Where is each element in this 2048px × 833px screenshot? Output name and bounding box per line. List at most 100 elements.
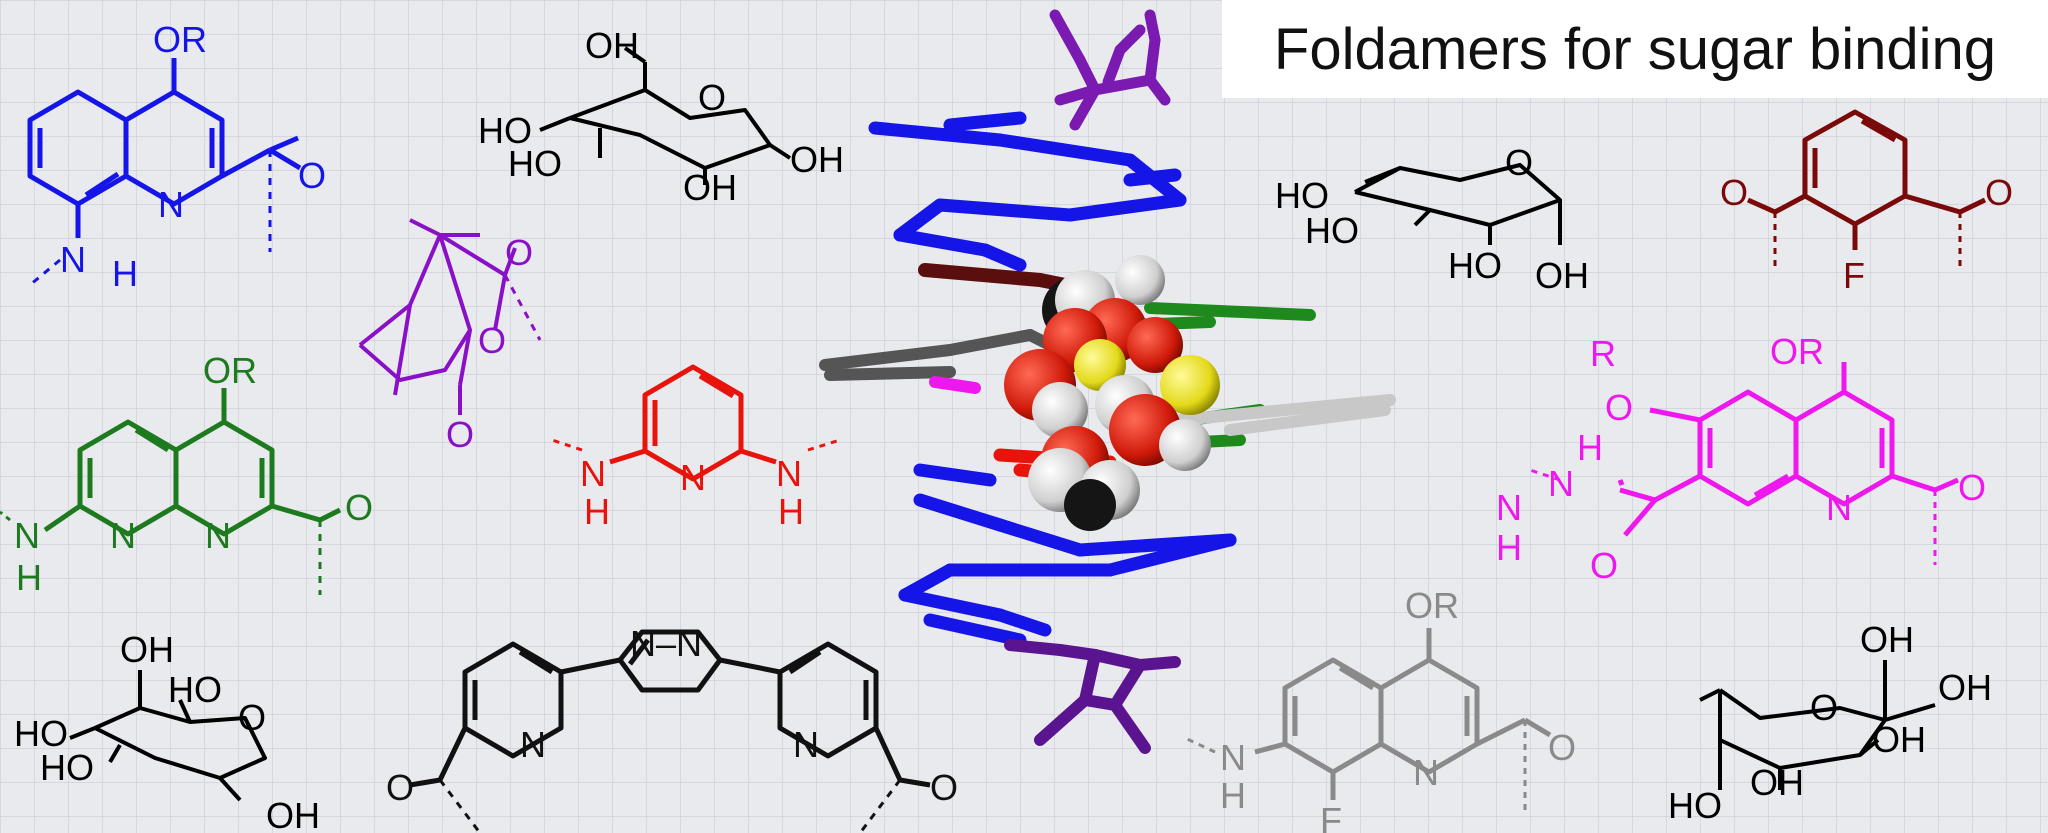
helix-top-cap bbox=[1049, 9, 1171, 131]
quinoline-labels: OR O N N H bbox=[60, 19, 326, 294]
fq-nh-h: H bbox=[1220, 775, 1246, 816]
hq-n-top: N bbox=[1548, 463, 1574, 504]
fluoro-benzene-o2: O bbox=[1985, 172, 2013, 213]
fructose-labels: OH OH O OH HO OH bbox=[1668, 619, 1992, 826]
pyridine-nh2-n: N bbox=[776, 453, 802, 494]
camphanic-o2: O bbox=[478, 320, 506, 361]
bpp-o1: O bbox=[386, 767, 414, 808]
pyridine-structure bbox=[551, 364, 841, 482]
fq-n-ring: N bbox=[1413, 752, 1439, 793]
fructose-ring-o: O bbox=[1810, 687, 1838, 728]
helix-bottom-cap bbox=[1004, 639, 1181, 754]
fluoro-benzene-o1: O bbox=[1720, 172, 1748, 213]
fructose-ho: HO bbox=[1668, 785, 1722, 826]
fq-or: OR bbox=[1405, 585, 1459, 626]
xylose-oh: OH bbox=[1535, 255, 1589, 296]
glucose-oh-right: OH bbox=[790, 139, 844, 180]
hq-o-right: O bbox=[1958, 467, 1986, 508]
glucose-ho-2: HO bbox=[508, 143, 562, 184]
fluoro-benzene-f: F bbox=[1843, 255, 1865, 296]
fructose-oh1: OH bbox=[1860, 619, 1914, 660]
helix-lightgrey-unit bbox=[1174, 394, 1396, 436]
naphthyridine-o: O bbox=[345, 487, 373, 528]
naphthyridine-or: OR bbox=[203, 350, 257, 391]
mannose-ho1: HO bbox=[14, 713, 68, 754]
pyridine-labels: N N H N H bbox=[580, 453, 804, 532]
bipyridyl-pyridazine-structure bbox=[409, 629, 931, 833]
glucose-oh-bottom: OH bbox=[683, 167, 737, 208]
glucose-ring-o: O bbox=[698, 77, 726, 118]
fluoro-quinoline-labels: OR N O N H F bbox=[1220, 585, 1576, 833]
glucose-structure bbox=[539, 46, 792, 185]
glucose-ho-1: HO bbox=[478, 110, 532, 151]
xylose-ho2: HO bbox=[1305, 210, 1359, 251]
naphthyridine-nh-n: N bbox=[14, 515, 40, 556]
naphthyridine-structure bbox=[0, 388, 342, 595]
fructose-oh2: OH bbox=[1938, 667, 1992, 708]
fructose-oh4: OH bbox=[1750, 762, 1804, 803]
quinoline-nh-h-label: H bbox=[112, 253, 138, 294]
pyridine-nh1-h: H bbox=[584, 491, 610, 532]
hydrazino-quinoline-labels: R O OR H N N H O N O bbox=[1496, 331, 1986, 586]
fructose-oh3: OH bbox=[1872, 719, 1926, 760]
bpp-nn: N–N bbox=[630, 623, 702, 664]
mannose-ring-o: O bbox=[238, 697, 266, 738]
quinoline-structure bbox=[27, 58, 302, 287]
glucose-oh-top: OH bbox=[585, 25, 639, 66]
xylose-labels: O HO HO HO OH bbox=[1275, 142, 1589, 296]
camphanic-o3: O bbox=[446, 414, 474, 455]
hq-r: R bbox=[1590, 333, 1616, 374]
quinoline-or-label: OR bbox=[153, 19, 207, 60]
hydrazino-quinoline-structure bbox=[1529, 362, 1959, 565]
mannose-ho-inner: HO bbox=[168, 669, 222, 710]
helix-upper-blue bbox=[868, 111, 1187, 272]
xylose-ho3: HO bbox=[1448, 245, 1502, 286]
fluoro-benzene-labels: O O F bbox=[1720, 172, 2013, 296]
quinoline-n-label: N bbox=[158, 184, 184, 225]
xylose-ho1: HO bbox=[1275, 175, 1329, 216]
title-box: Foldamers for sugar binding bbox=[1222, 0, 2048, 98]
pyridine-nh2-h: H bbox=[778, 491, 804, 532]
helix-grey-unit bbox=[819, 329, 1066, 381]
mannose-oh-bottom: OH bbox=[266, 795, 320, 833]
camphanic-o1: O bbox=[505, 232, 533, 273]
fluoro-benzene-structure bbox=[1746, 109, 1987, 268]
hq-or: OR bbox=[1770, 331, 1824, 372]
camphanic-labels: O O O bbox=[446, 232, 533, 455]
quinoline-o-label: O bbox=[298, 155, 326, 196]
naphthyridine-n1: N bbox=[110, 515, 136, 556]
camphanic-structure bbox=[358, 218, 542, 415]
xylose-structure bbox=[1354, 163, 1562, 245]
helix-lower-blue bbox=[898, 463, 1237, 647]
hq-n-ring: N bbox=[1826, 487, 1852, 528]
hq-h-bot: H bbox=[1496, 527, 1522, 568]
bpp-n1: N bbox=[520, 724, 546, 765]
mannose-labels: OH HO HO HO O OH bbox=[14, 629, 320, 833]
hq-n-mid: N bbox=[1496, 487, 1522, 528]
fluoro-quinoline-structure bbox=[1184, 628, 1552, 812]
helix-magenta-unit bbox=[929, 376, 981, 394]
pyridine-n: N bbox=[680, 457, 706, 498]
quinoline-nh-n-label: N bbox=[60, 239, 86, 280]
pyridine-nh1-n: N bbox=[580, 453, 606, 494]
hq-h-top: H bbox=[1577, 427, 1603, 468]
mannose-structure bbox=[69, 670, 267, 802]
foldamer-helix-model bbox=[819, 9, 1396, 754]
naphthyridine-labels: OR N N O N H bbox=[14, 350, 373, 598]
fq-f: F bbox=[1320, 800, 1342, 833]
mannose-oh-top: OH bbox=[120, 629, 174, 670]
glucose-labels: OH HO HO O OH OH bbox=[478, 25, 844, 208]
bound-sugar-spacefill bbox=[1004, 255, 1220, 531]
figure-title: Foldamers for sugar binding bbox=[1273, 16, 1997, 82]
fq-o: O bbox=[1548, 727, 1576, 768]
mannose-ho2: HO bbox=[40, 747, 94, 788]
bpp-n2: N bbox=[793, 724, 819, 765]
bpp-o2: O bbox=[930, 767, 958, 808]
fq-nh-n: N bbox=[1220, 737, 1246, 778]
naphthyridine-n2: N bbox=[205, 515, 231, 556]
hq-o-amide: O bbox=[1590, 545, 1618, 586]
xylose-ring-o: O bbox=[1505, 142, 1533, 183]
hq-o-ether: O bbox=[1605, 387, 1633, 428]
